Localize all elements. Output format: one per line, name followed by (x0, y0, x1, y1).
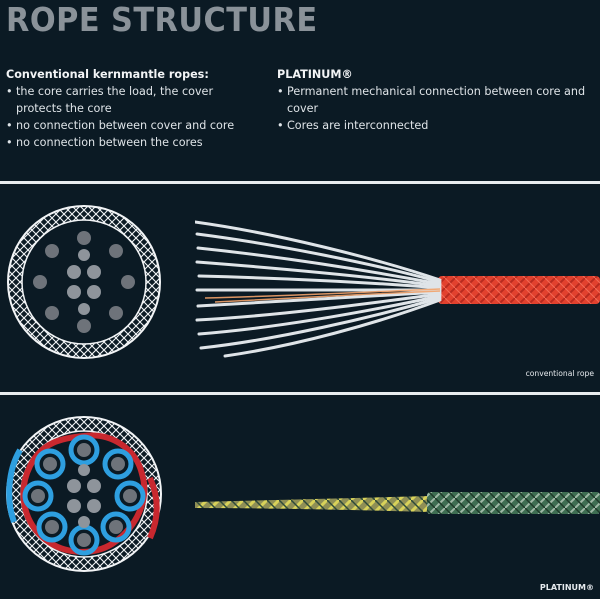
conventional-heading: Conventional kernmantle ropes: (6, 68, 209, 81)
conventional-bullet: no connection between the cores (6, 134, 256, 151)
platinum-heading: PLATINUM® (277, 68, 353, 81)
platinum-rope-caption: PLATINUM® (539, 583, 594, 592)
platinum-cross-section-diagram (6, 416, 162, 572)
section-divider (0, 392, 600, 395)
conventional-bullet: the core carries the load, the cover pro… (6, 83, 256, 117)
section-divider (0, 181, 600, 184)
platinum-bullet-list: Permanent mechanical connection between … (277, 83, 587, 134)
conventional-bullet: no connection between cover and core (6, 117, 256, 134)
conventional-description: Conventional kernmantle ropes: the core … (6, 66, 256, 151)
conventional-cross-section-diagram (7, 205, 161, 359)
conventional-rope-caption: conventional rope (525, 369, 594, 378)
platinum-bullet: Permanent mechanical connection between … (277, 83, 587, 117)
conventional-rope-image (195, 220, 600, 358)
platinum-rope-image (195, 492, 600, 514)
page-title: ROPE STRUCTURE (6, 0, 318, 39)
platinum-bullet: Cores are interconnected (277, 117, 587, 134)
platinum-description: PLATINUM® Permanent mechanical connectio… (277, 66, 587, 134)
conventional-bullet-list: the core carries the load, the cover pro… (6, 83, 256, 151)
